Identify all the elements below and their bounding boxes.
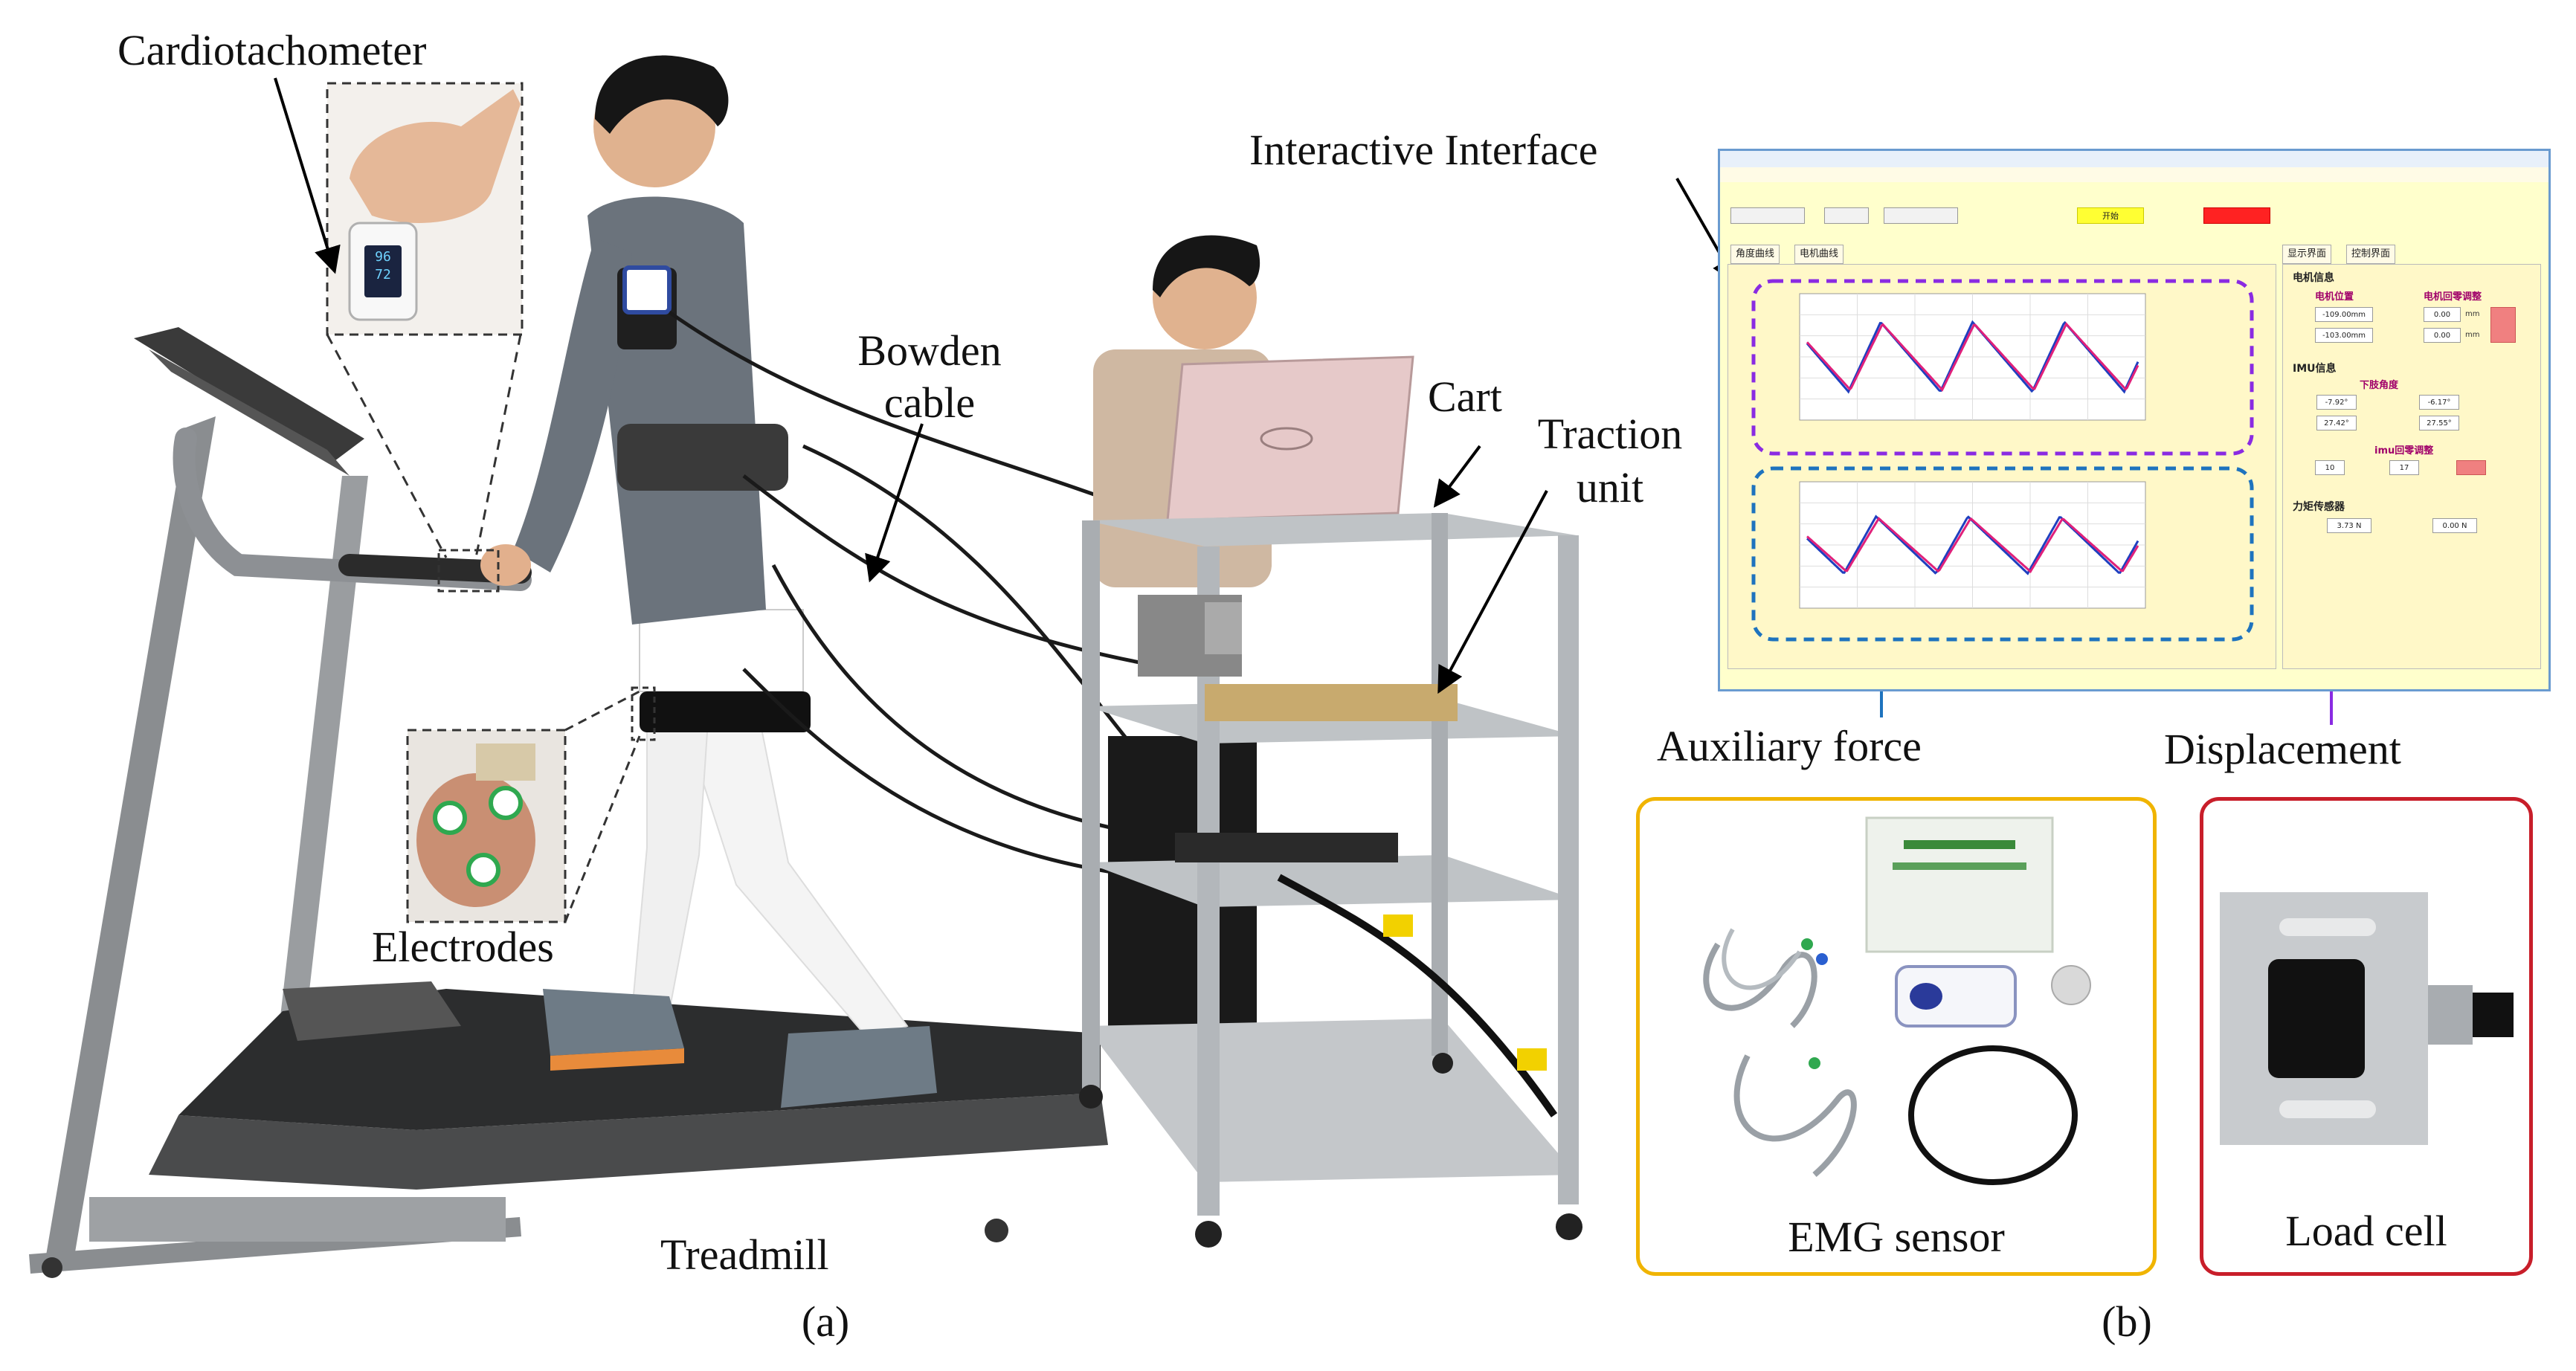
treadmill-handrail (173, 428, 532, 591)
waist-belt (617, 424, 788, 491)
section-motor-info: 电机信息 (2293, 272, 2334, 284)
field-force-right: 0.00 N (2432, 518, 2477, 533)
arrow-bowden-cable (865, 423, 924, 583)
port-select[interactable] (1730, 207, 1805, 224)
panel-label-b: (b) (2102, 1297, 2152, 1346)
field-imu-right-2: 27.55° (2419, 416, 2459, 430)
stop-button[interactable] (2203, 207, 2270, 224)
cardiotachometer-inset (326, 82, 524, 593)
label-lower-limb-angle: 下肢角度 (2360, 380, 2399, 391)
imu-zero-button[interactable] (2456, 460, 2486, 475)
panel-label-a: (a) (801, 1297, 850, 1346)
field-motor-left-adj[interactable]: 0.00 (2424, 307, 2461, 322)
chart-area (1727, 264, 2276, 669)
field-imu-zero-left[interactable]: 10 (2315, 460, 2345, 475)
close-port-button[interactable] (1884, 207, 1958, 224)
window-menubar (1720, 167, 2548, 182)
tab-angle-curve[interactable]: 角度曲线 (1730, 245, 1780, 264)
field-force-left: 3.73 N (2327, 518, 2371, 533)
field-imu-left-1: -7.92° (2316, 395, 2357, 410)
laptop (1166, 355, 1414, 522)
section-imu-info: IMU信息 (2293, 363, 2337, 375)
section-force-sensor: 力矩传感器 (2293, 501, 2345, 513)
load-cell-box (2200, 797, 2533, 1276)
unit-mm-2: mm (2465, 331, 2480, 339)
label-motor-zero-adjust: 电机回零调整 (2424, 291, 2482, 303)
right-shoe (781, 1026, 937, 1108)
motor-zero-button[interactable] (2490, 307, 2516, 343)
label-displacement: Displacement (2164, 725, 2401, 773)
field-imu-zero-right[interactable]: 17 (2389, 460, 2419, 475)
label-motor-position: 电机位置 (2315, 291, 2354, 303)
label-interactive-interface: Interactive Interface (1249, 126, 1598, 174)
walking-subject (480, 55, 937, 1108)
treadmill-upright (45, 416, 216, 1264)
heart-rate-display: 96 72 (366, 248, 400, 284)
heart-rate-value-2: 72 (375, 267, 391, 283)
traction-unit (1205, 684, 1458, 721)
label-electrodes: Electrodes (372, 923, 554, 971)
knee-strap (640, 691, 811, 732)
treadmill-console (134, 327, 364, 461)
bowden-cables (668, 310, 1191, 880)
cart (1079, 513, 1582, 1248)
emg-sensor-box (1636, 797, 2157, 1276)
label-cardiotachometer: Cardiotachometer (117, 26, 427, 74)
label-traction-unit-line2: unit (1576, 463, 1644, 512)
tab-display[interactable]: 显示界面 (2282, 245, 2332, 264)
field-imu-left-2: 27.42° (2316, 416, 2357, 430)
heart-rate-value-1: 96 (375, 249, 391, 265)
interactive-interface-window: 开始 角度曲线 电机曲线 显示界面 控制界面 电机信息 电机位置 电机回零调整 … (1718, 149, 2551, 691)
laptop-lid (1166, 355, 1414, 522)
window-titlebar (1720, 151, 2548, 168)
label-treadmill: Treadmill (660, 1230, 829, 1279)
label-cart: Cart (1428, 372, 1502, 421)
arrow-cart (1433, 445, 1481, 508)
field-motor-right-adj[interactable]: 0.00 (2424, 328, 2461, 343)
label-bowden-cable-line1: Bowden (857, 326, 1002, 375)
unit-mm-1: mm (2465, 310, 2480, 318)
label-imu-zero-adjust: imu回零调整 (2374, 445, 2434, 457)
tab-motor-curve[interactable]: 电机曲线 (1794, 245, 1844, 264)
electrodes-inset (406, 686, 656, 923)
scan-button[interactable] (1824, 207, 1869, 224)
label-load-cell: Load cell (2285, 1207, 2447, 1255)
field-imu-right-1: -6.17° (2419, 395, 2459, 410)
left-shoe (543, 989, 684, 1056)
arrow-traction-unit (1437, 490, 1548, 694)
label-bowden-cable-line2: cable (883, 378, 976, 427)
arrow-cardiotachometer (274, 77, 341, 274)
label-emg-sensor: EMG sensor (1788, 1213, 2005, 1261)
start-button[interactable]: 开始 (2077, 207, 2144, 224)
tab-control[interactable]: 控制界面 (2346, 245, 2396, 264)
label-auxiliary-force: Auxiliary force (1657, 722, 1922, 770)
label-traction-unit-line1: Traction (1537, 410, 1683, 458)
field-motor-right-pos: -103.00mm (2315, 328, 2373, 343)
field-motor-left-pos: -109.00mm (2315, 307, 2373, 322)
